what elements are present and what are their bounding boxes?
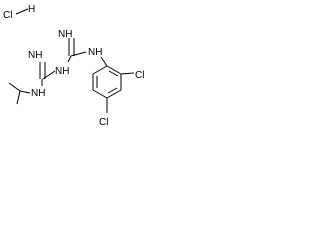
molecule-drawing: Cl H NH NH NH NH NH: [3, 4, 144, 128]
imine-left-label: NH: [28, 50, 42, 61]
aryl-nh-label: NH: [88, 47, 102, 58]
lower-chlorine-label: Cl: [99, 117, 108, 128]
structure-diagram: Cl H NH NH NH NH NH: [0, 0, 158, 133]
bond-ring-to-upper-cl: [120, 72, 135, 75]
bond-isopropyl-methyl-a: [8, 82, 21, 92]
isopropyl-nh-label: NH: [31, 88, 45, 99]
imine-top-label: NH: [58, 29, 72, 40]
hcl-hydrogen-label: H: [28, 4, 35, 15]
hcl-bond: [15, 8, 29, 15]
bond-carbon-to-aryl-nh: [70, 51, 87, 57]
ring-bond-1: [106, 65, 122, 75]
ring-bond-3: [106, 89, 122, 99]
bond-carbon-to-link-nh: [67, 55, 72, 63]
ring-bond-4: [92, 89, 108, 99]
ring-double-bond-a: [108, 70, 119, 77]
link-nh-label: NH: [55, 66, 69, 77]
bond-nh-to-isopropyl-ch: [19, 90, 31, 94]
upper-chlorine-label: Cl: [135, 70, 144, 81]
ring-double-bond-b: [107, 87, 118, 94]
bond-aryl-nh-to-ring: [100, 56, 108, 67]
bond-isopropyl-methyl-b: [16, 90, 21, 105]
ring-bond-6: [92, 65, 108, 75]
hcl-chlorine-label: Cl: [3, 10, 12, 21]
